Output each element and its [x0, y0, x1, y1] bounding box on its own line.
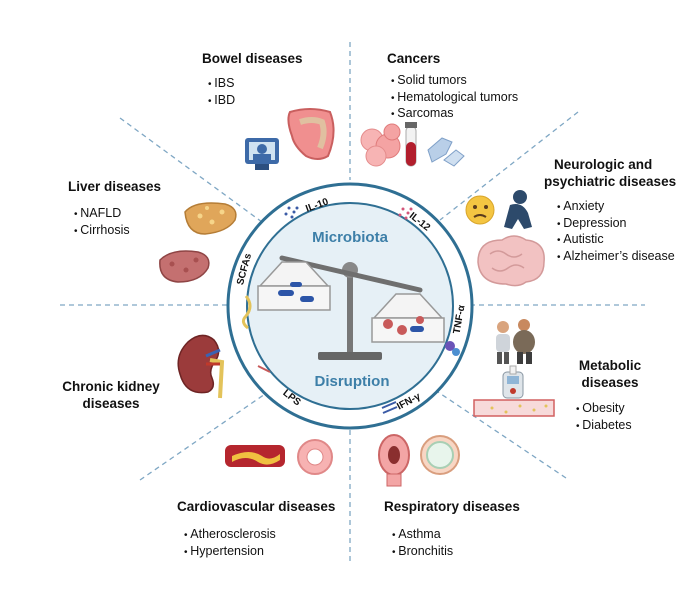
- ring-markers: [241, 206, 460, 414]
- liver-diseases-title: Liver diseases: [68, 179, 162, 194]
- airway-inflamed-icon: [378, 434, 410, 487]
- ring-label-scfas: SCFAs: [235, 252, 254, 286]
- list-item: Hypertension: [184, 544, 276, 561]
- list-item: Solid tumors: [391, 73, 518, 90]
- metabolic-diseases-list: Obesity Diabetes: [576, 401, 632, 435]
- sarcoma-cells-icon: [427, 137, 465, 167]
- sad-person-icon: [504, 190, 532, 229]
- tumor-cells-icon: [360, 123, 401, 167]
- list-item: Atherosclerosis: [184, 527, 275, 544]
- list-item: Cirrhosis: [74, 223, 129, 240]
- liver-fatty-icon: [184, 202, 237, 235]
- list-item: Asthma: [392, 527, 453, 544]
- cancers-title: Cancers: [387, 51, 441, 66]
- metabolic-title-line-2: diseases: [581, 375, 639, 390]
- ring-label-ifn: IFN-γ: [395, 391, 423, 413]
- hub-title-bottom: Disruption: [315, 373, 390, 390]
- respiratory-diseases-list: Asthma Bronchitis: [392, 527, 453, 560]
- cardiovascular-diseases-title: Cardiovascular diseases: [177, 499, 336, 514]
- liver-cirrhosis-icon: [159, 250, 210, 283]
- neuro-title-line-1: Neurologic and: [554, 157, 653, 172]
- list-item: Alzheimer’s disease: [557, 249, 674, 266]
- hub-title-top: Microbiota: [312, 229, 388, 246]
- list-item: Depression: [557, 216, 675, 233]
- liver-diseases-list: NAFLD Cirrhosis: [74, 206, 130, 240]
- obese-people-icon: [496, 319, 535, 364]
- blood-vessel-icon: [473, 399, 555, 417]
- colon-icon: [287, 108, 335, 160]
- ring-label-lps: LPS: [280, 388, 302, 409]
- divider-top-right: [439, 111, 579, 221]
- brain-icon: [477, 235, 545, 287]
- ring-label-il10: IL-10: [304, 196, 330, 214]
- neuro-diseases-title: Neurologic and psychiatric diseases: [544, 156, 676, 190]
- divider-bottom-right: [437, 391, 567, 479]
- cancers-list: Solid tumors Hematological tumors Sarcom…: [391, 73, 518, 123]
- central-hub: [226, 182, 474, 430]
- sector-dividers: [60, 42, 645, 565]
- list-item: Sarcomas: [391, 106, 518, 123]
- neuro-title-line-2: psychiatric diseases: [544, 174, 677, 189]
- list-item: Hematological tumors: [391, 90, 518, 107]
- ring-label-il12: IL-12: [407, 211, 433, 234]
- metabolic-title-line-1: Metabolic: [578, 358, 642, 373]
- kidney-title-line-2: diseases: [82, 396, 140, 411]
- doctor-monitor-icon: [245, 138, 279, 170]
- worried-face-icon: [465, 195, 495, 225]
- kidney-diseases-title: Chronic kidney diseases: [46, 378, 176, 412]
- divider-top-left: [119, 117, 263, 223]
- blood-tube-icon: [405, 122, 417, 167]
- divider-bottom-left: [139, 391, 269, 481]
- list-item: Autistic: [557, 232, 675, 249]
- list-item: IBD: [208, 93, 235, 110]
- cardiovascular-diseases-list: Atherosclerosis Hypertension: [184, 527, 276, 561]
- list-item: Obesity: [576, 401, 632, 418]
- metabolic-diseases-title: Metabolic diseases: [572, 357, 648, 391]
- kidney-icon: [177, 334, 225, 399]
- artery-ring-icon: [297, 439, 333, 475]
- airway-normal-icon: [420, 435, 460, 475]
- ring-label-tnf: TNF-α: [452, 304, 468, 335]
- kidney-title-line-1: Chronic kidney: [62, 379, 160, 394]
- list-item: NAFLD: [74, 206, 130, 223]
- bowel-diseases-list: IBS IBD: [208, 76, 235, 109]
- respiratory-diseases-title: Respiratory diseases: [384, 499, 520, 514]
- neuro-diseases-list: Anxiety Depression Autistic Alzheimer’s …: [557, 199, 675, 266]
- list-item: Diabetes: [576, 418, 631, 435]
- list-item: Bronchitis: [392, 544, 453, 561]
- list-item: IBS: [208, 76, 235, 93]
- list-item: Anxiety: [557, 199, 675, 216]
- glucometer-icon: [502, 365, 524, 399]
- balance-scale-icon: [257, 255, 445, 360]
- bowel-diseases-title: Bowel diseases: [202, 51, 303, 66]
- artery-plaque-icon: [225, 445, 285, 467]
